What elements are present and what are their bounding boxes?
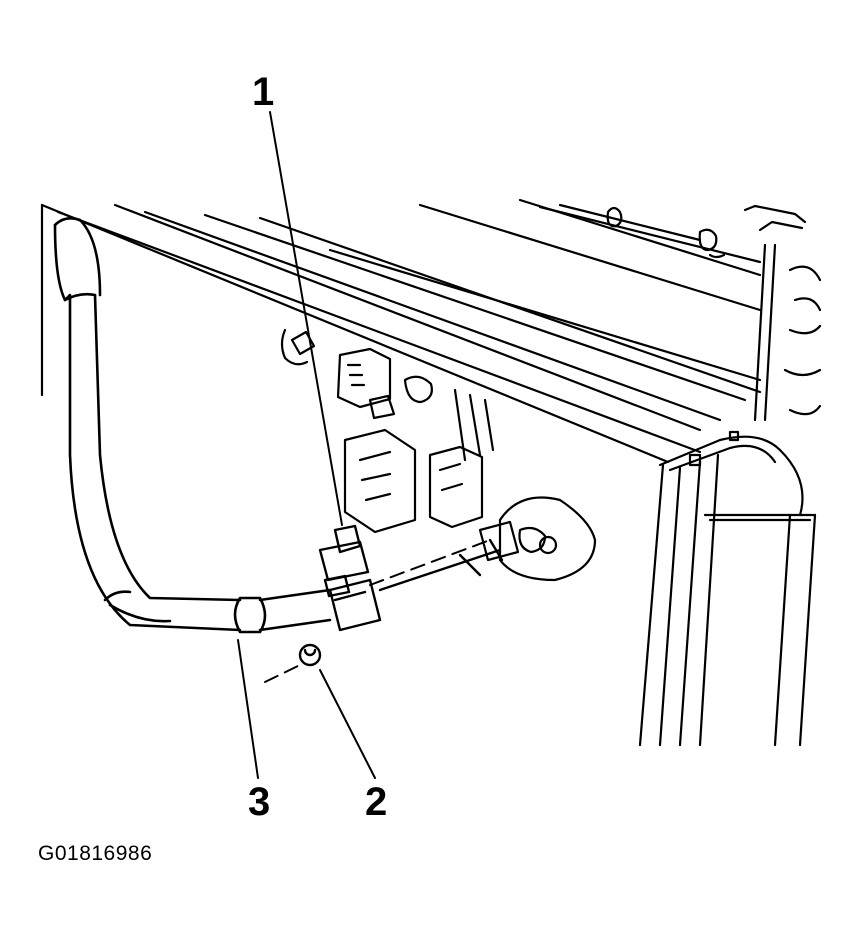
leader-lines bbox=[237, 111, 376, 779]
figure-id: G01816986 bbox=[38, 842, 153, 865]
callout-1: 1 bbox=[252, 70, 275, 114]
upper-brackets bbox=[606, 204, 822, 422]
alignment-lines bbox=[264, 539, 491, 683]
engine-components bbox=[280, 328, 597, 582]
callout-3: 3 bbox=[248, 780, 271, 824]
hose-assembly bbox=[53, 217, 332, 634]
radiator-core bbox=[638, 430, 817, 747]
callout-2: 2 bbox=[365, 780, 388, 824]
body-panel bbox=[40, 198, 762, 464]
hose-fitting bbox=[298, 524, 504, 667]
